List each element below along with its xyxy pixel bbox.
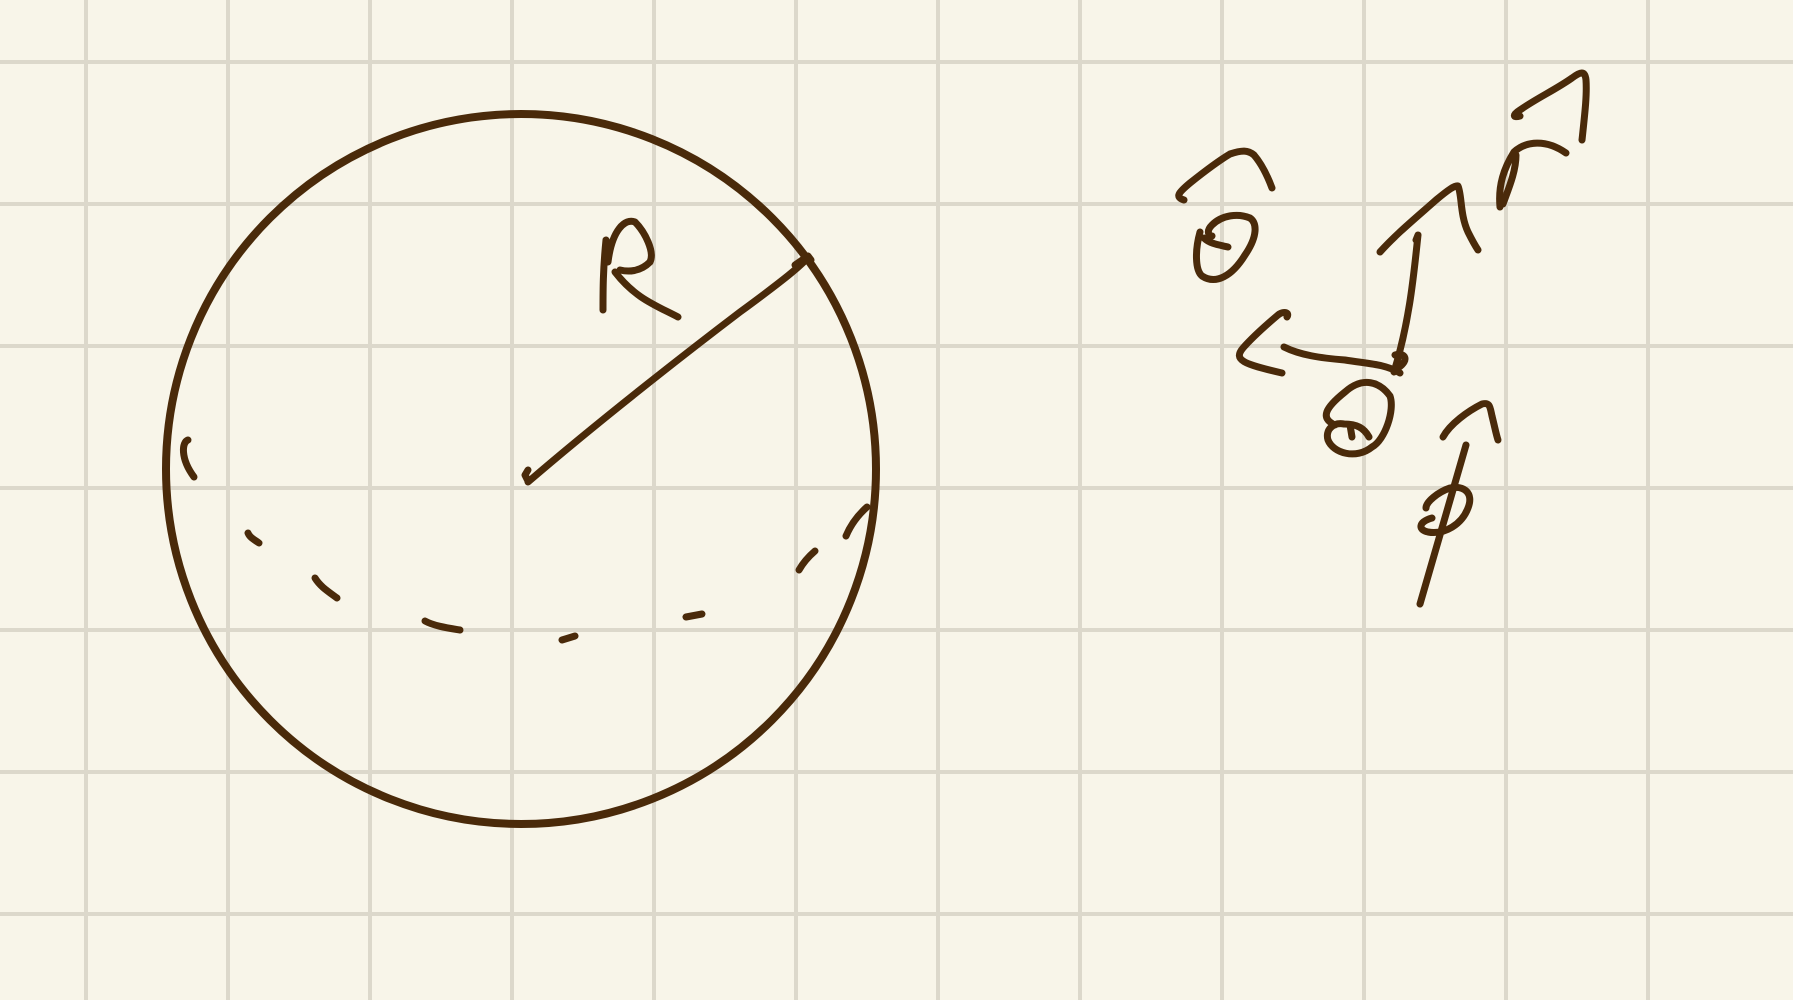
unit-r-label [1496, 69, 1590, 211]
sphere-circle [162, 110, 880, 828]
unit-phi-label [1416, 400, 1502, 608]
unit-theta-label [1175, 147, 1276, 283]
radius-label-r [599, 217, 682, 321]
radius-line-tail [521, 466, 532, 485]
radius-line [524, 254, 812, 486]
equator-dashes [180, 436, 871, 644]
angle-phi-text: φ [0, 0, 1, 1]
angle-theta-symbol [1322, 379, 1395, 458]
radius-tip [791, 252, 815, 269]
unit-r-arrow [1376, 182, 1482, 376]
unit-theta-arrow [1235, 309, 1404, 377]
